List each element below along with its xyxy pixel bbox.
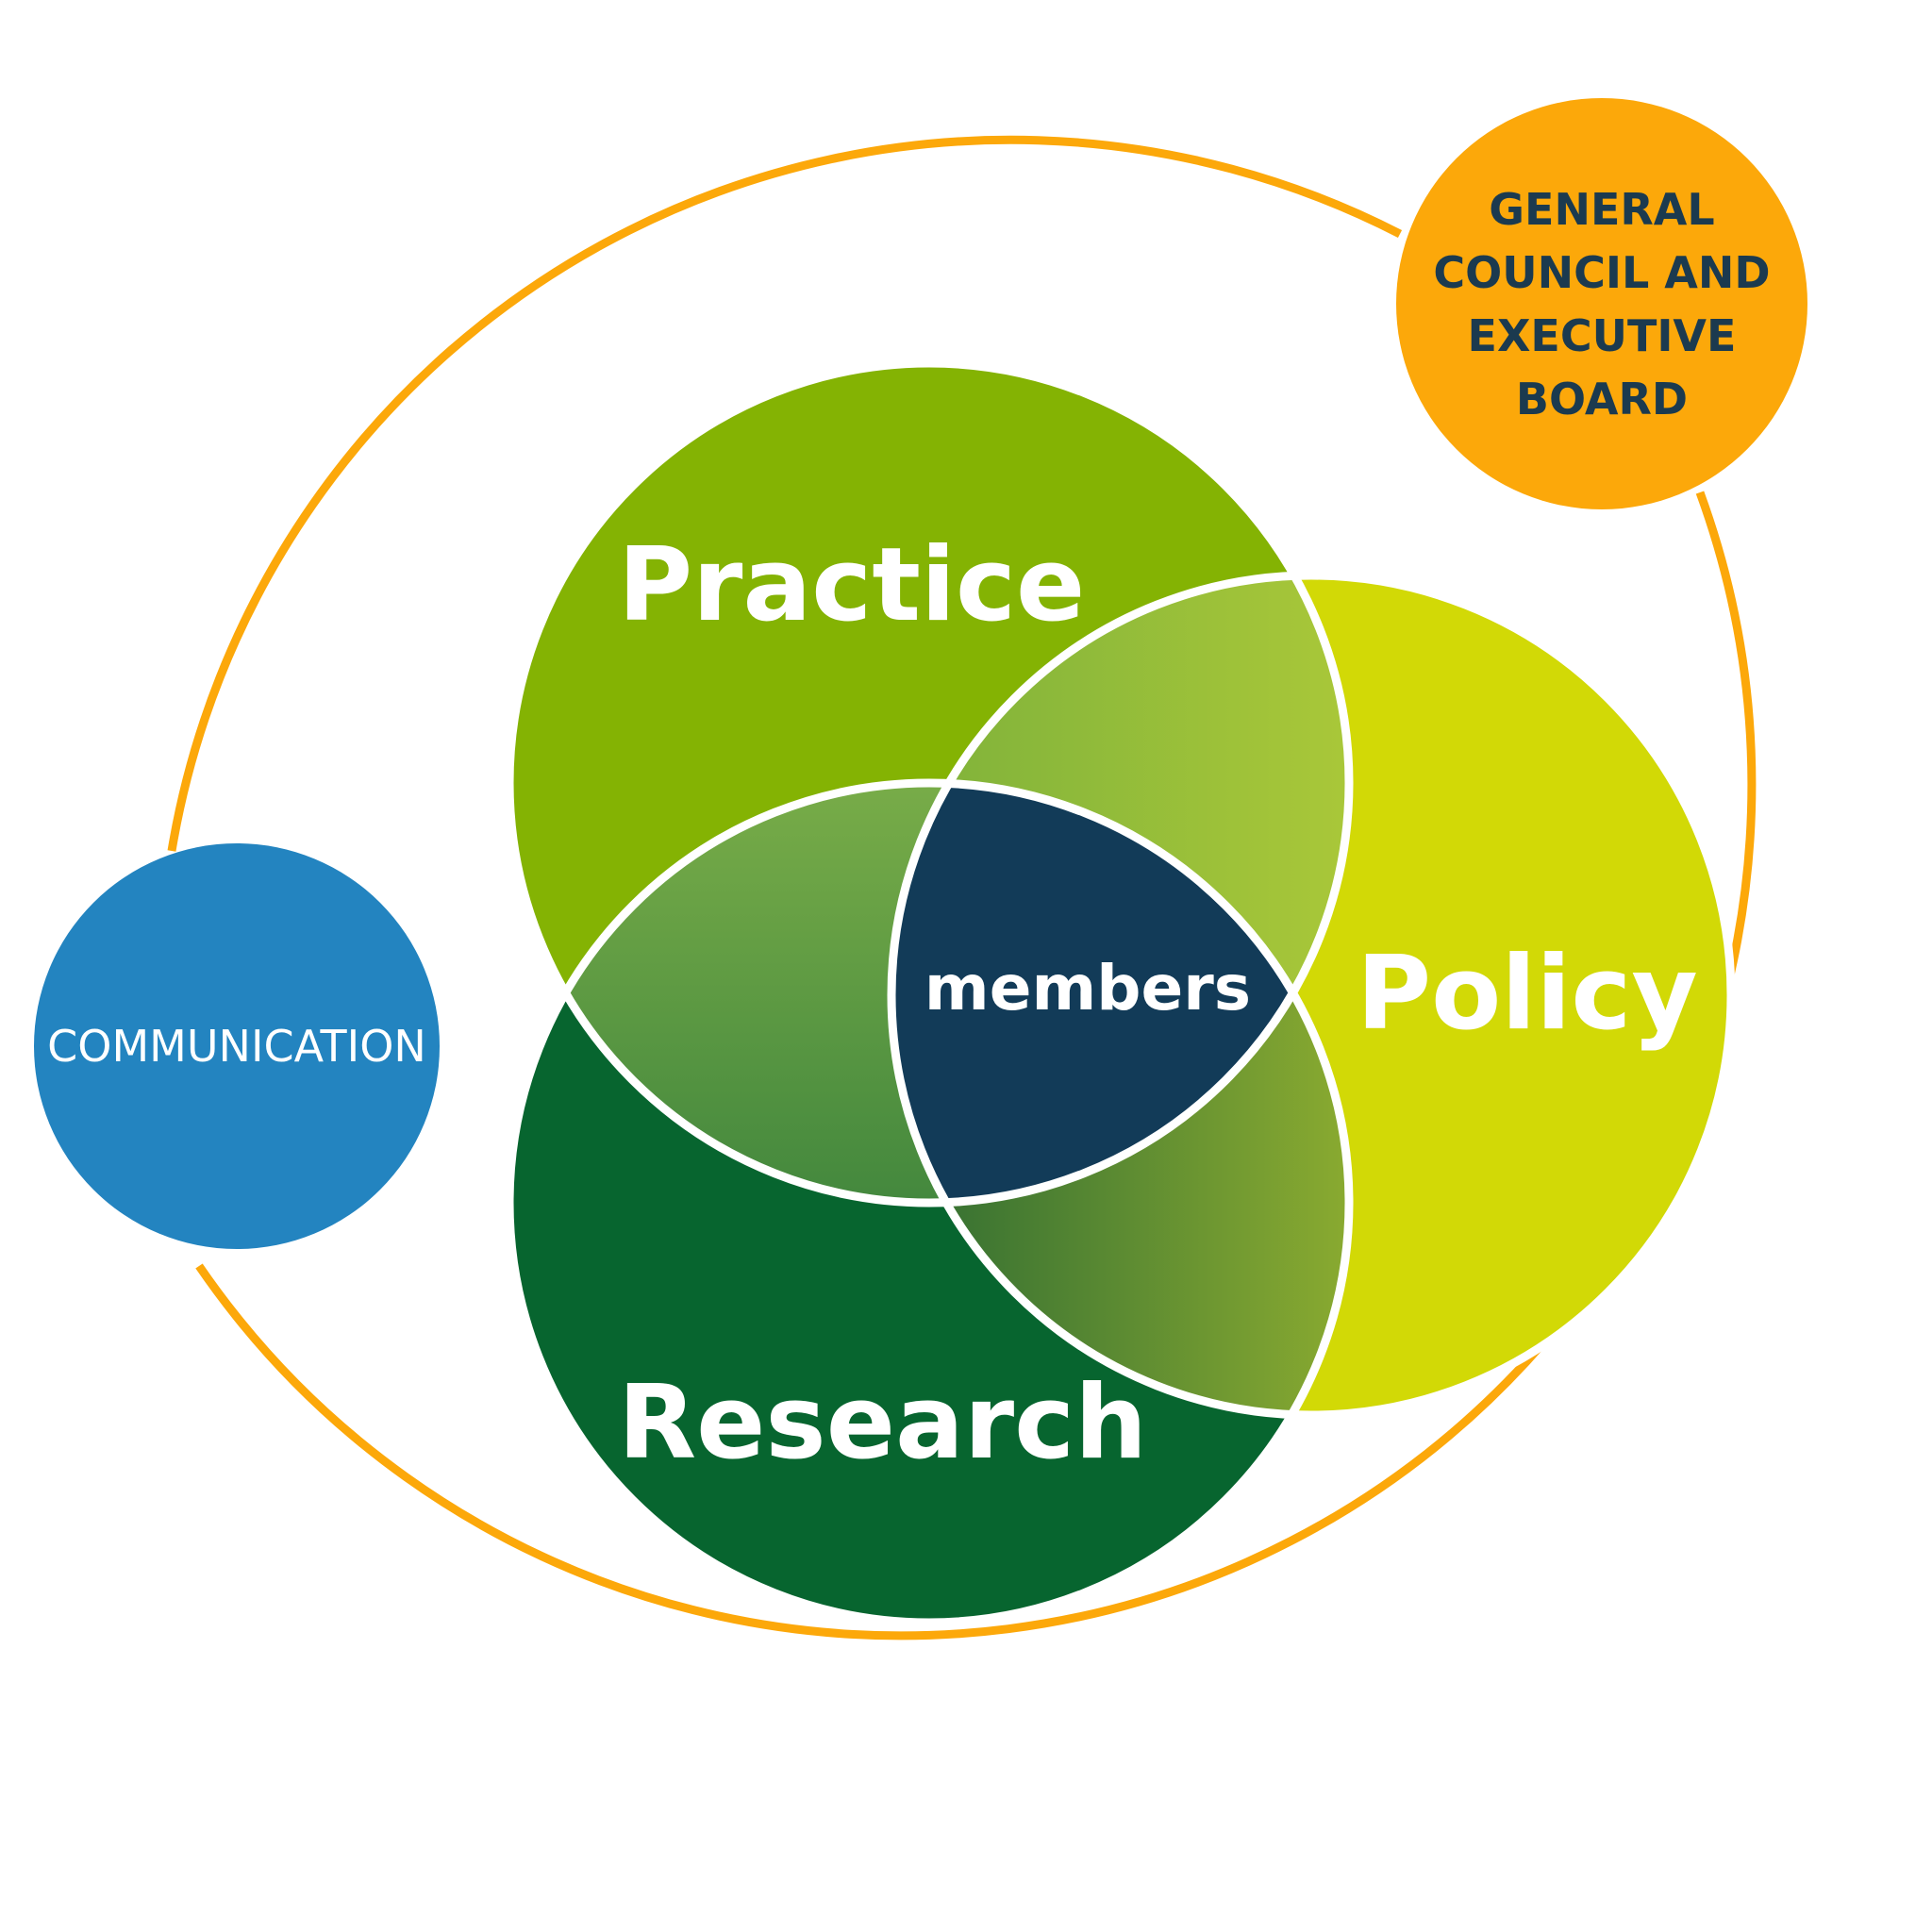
- governance-label-line-1: GENERAL: [1489, 184, 1714, 235]
- communication-node: COMMUNICATION: [34, 843, 440, 1249]
- separator-lines: [505, 358, 1736, 1627]
- outer-ring: [167, 135, 1757, 1641]
- outer-ring-arc-right-bottom: [195, 491, 1757, 1641]
- policy-label: Policy: [1357, 935, 1698, 1053]
- governance-label-line-3: EXECUTIVE: [1468, 310, 1737, 361]
- members-label: members: [924, 952, 1251, 1024]
- governance-label-line-4: BOARD: [1516, 374, 1688, 425]
- communication-circle: [34, 843, 440, 1249]
- practice-label: Practice: [618, 526, 1085, 644]
- governance-label-line-2: COUNCIL AND: [1433, 247, 1770, 298]
- governance-node: GENERAL COUNCIL AND EXECUTIVE BOARD: [1396, 98, 1807, 509]
- governance-circle: [1396, 98, 1807, 509]
- communication-label: COMMUNICATION: [47, 1021, 426, 1072]
- research-label: Research: [618, 1364, 1147, 1482]
- outer-ring-arc-top: [167, 135, 1403, 852]
